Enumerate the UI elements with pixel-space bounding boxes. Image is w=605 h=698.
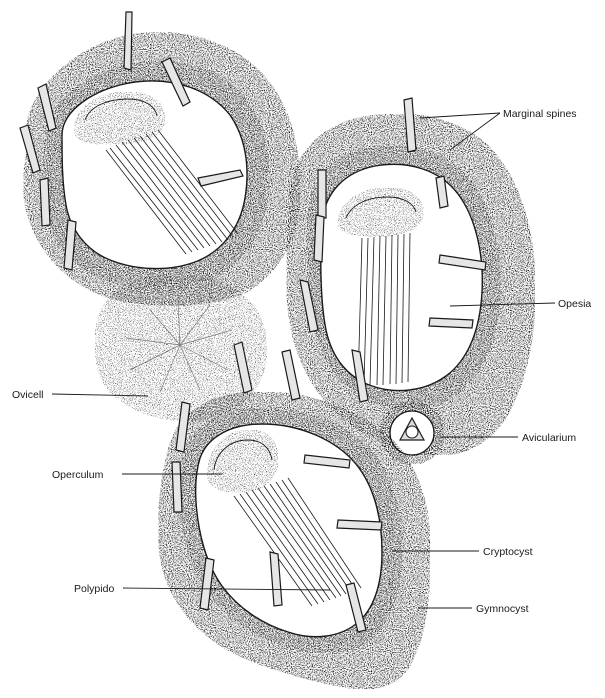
- label-cryptocyst: Cryptocyst: [483, 546, 533, 558]
- label-avicularium: Avicularium: [522, 432, 576, 444]
- leader-marginal-spines-1: [420, 113, 500, 118]
- label-gymnocyst: Gymnocyst: [476, 603, 529, 615]
- label-operculum: Operculum: [52, 469, 103, 481]
- label-marginal-spines: Marginal spines: [503, 108, 577, 120]
- zooid-upper-left: [20, 12, 300, 305]
- label-ovicell: Ovicell: [12, 389, 44, 401]
- label-opesia: Opesia: [558, 298, 591, 310]
- label-polypide: Polypido: [74, 583, 114, 595]
